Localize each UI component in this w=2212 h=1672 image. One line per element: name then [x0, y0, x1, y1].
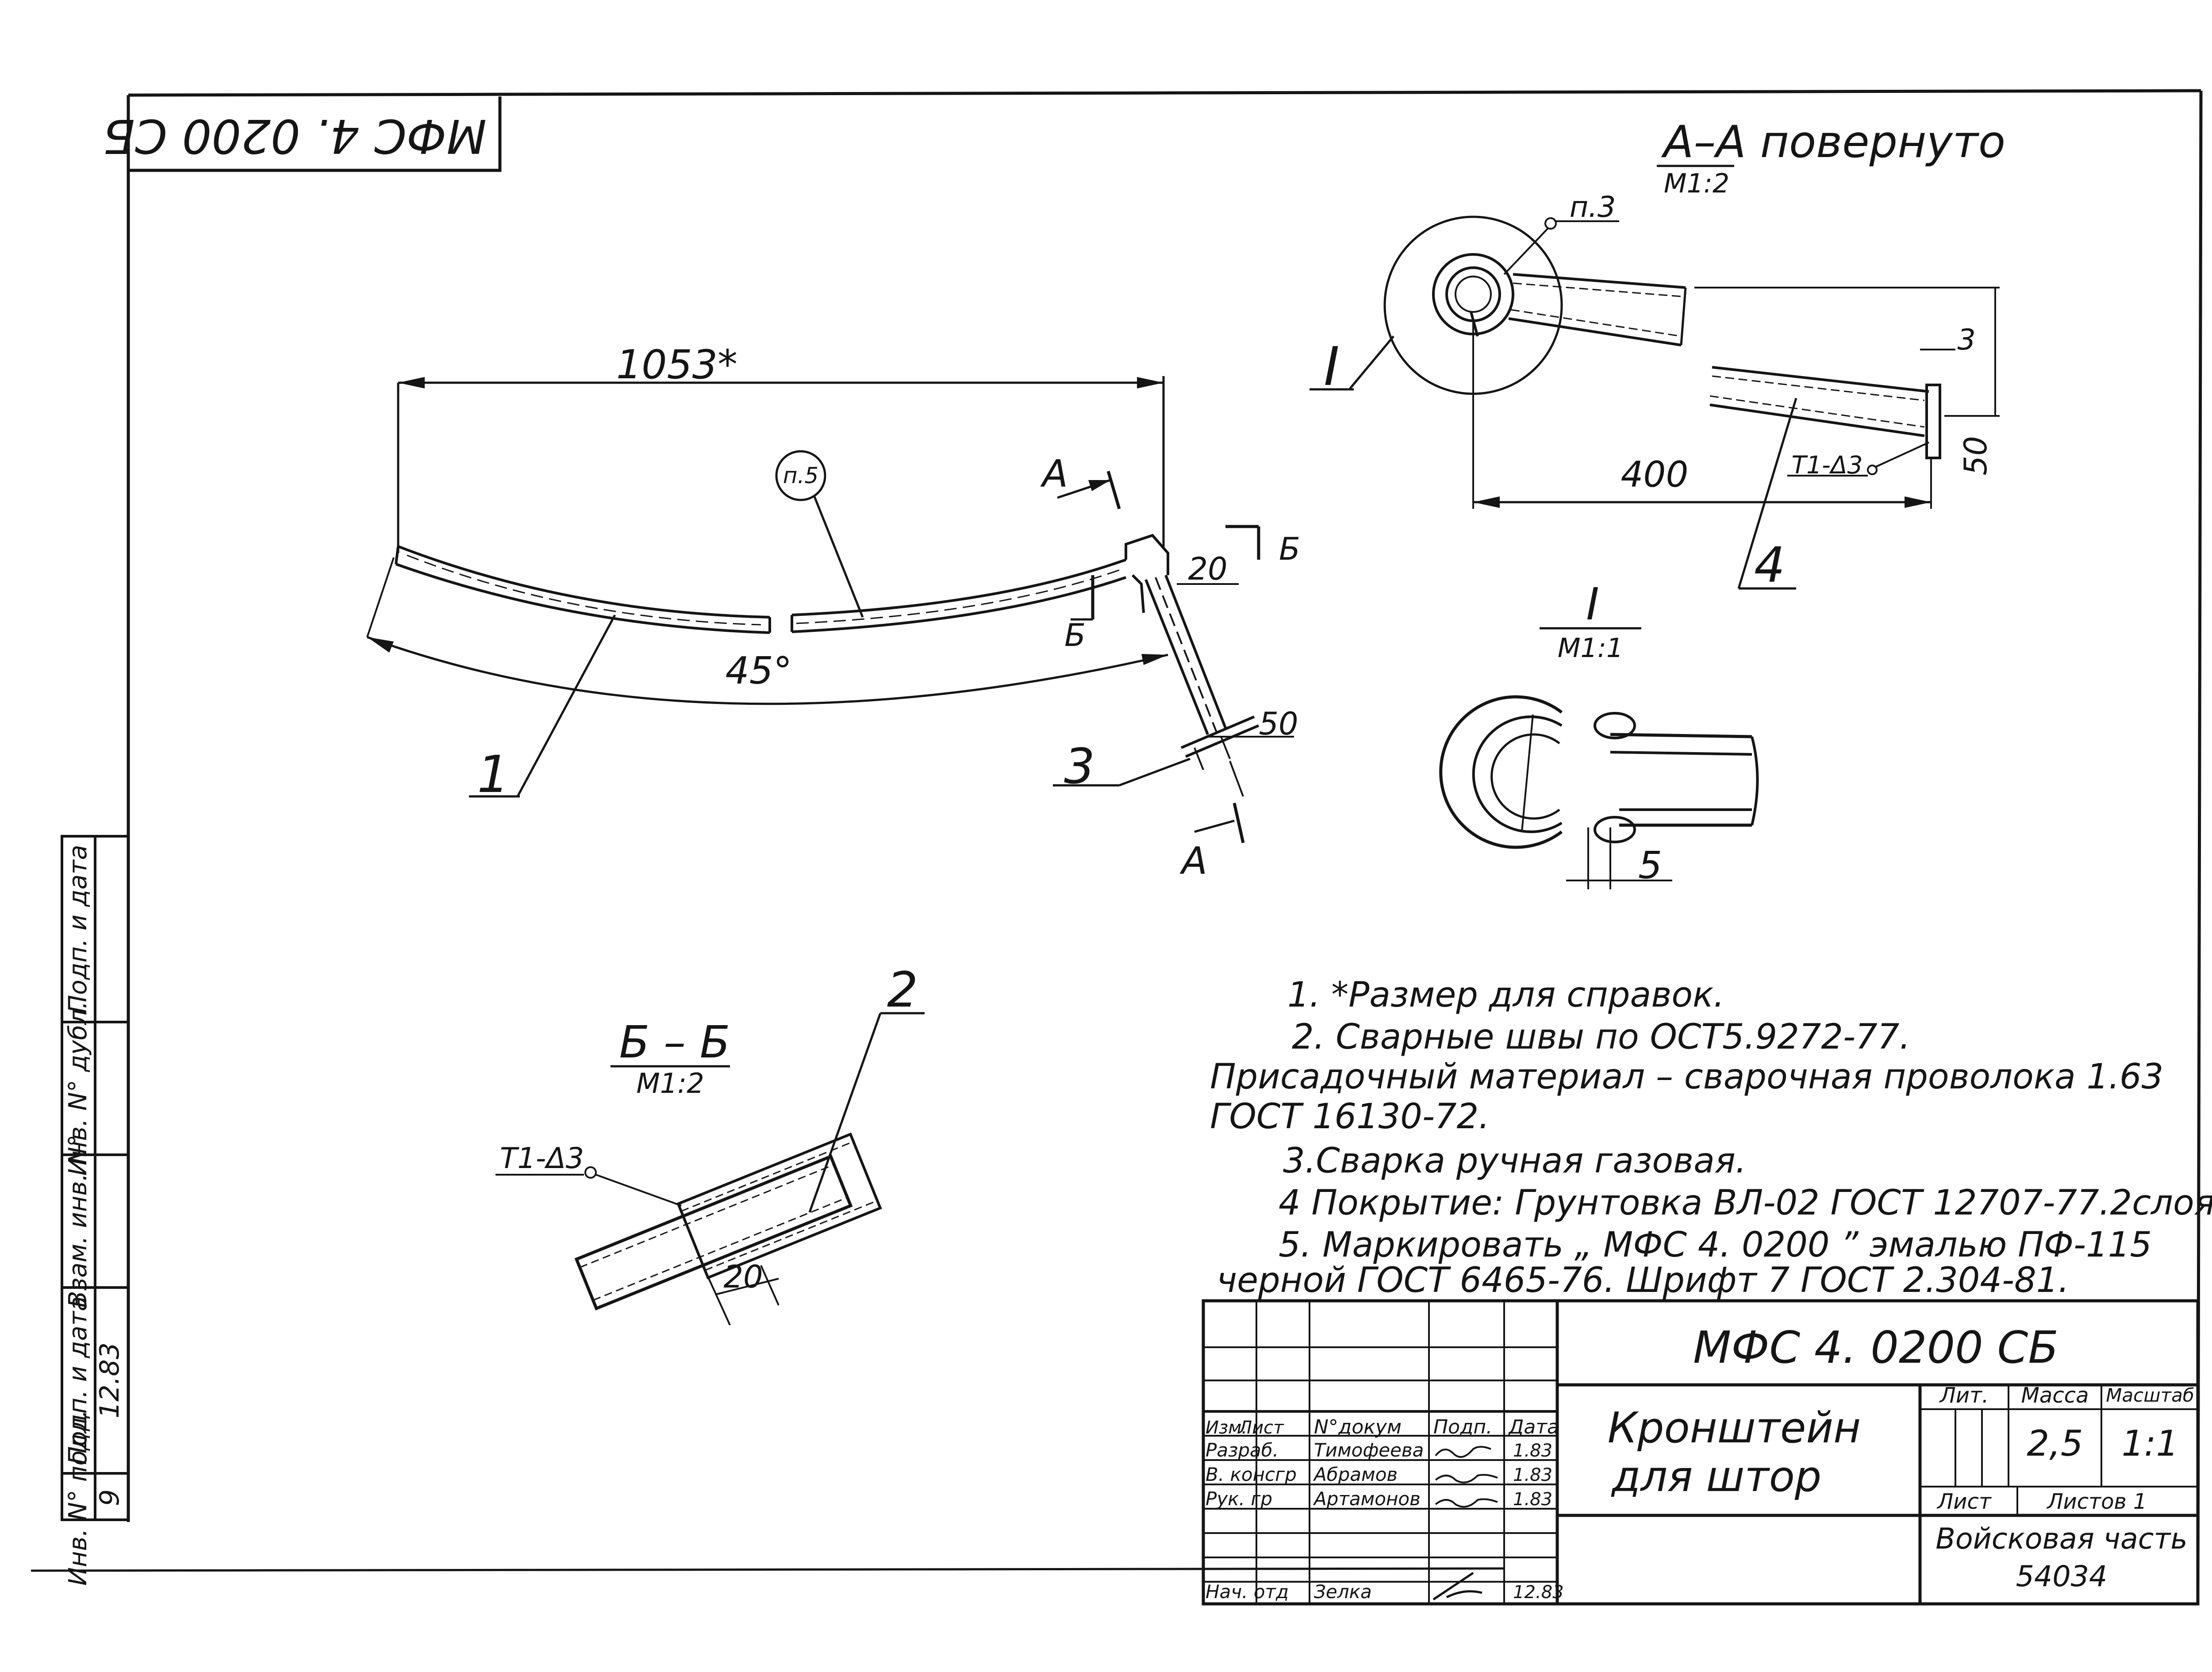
main-view: 1053* 45° 1 п.5 — [366, 342, 1300, 883]
section-bb: Б – Б М1:2 Т1-Δ3 2 20 — [495, 961, 925, 1326]
dim-3: 3 — [1957, 323, 1975, 357]
title-block: МФС 4. 0200 СБ Кронштейн для штор Изм. Л… — [1202, 1299, 2200, 1606]
sheet-frame — [31, 89, 2203, 1606]
view-aa-scale: М1:2 — [1664, 168, 1729, 199]
signature-1 — [1435, 1446, 1491, 1458]
view-aa: А–А повернуто М1:2 п.3 I 3 — [1310, 116, 2005, 593]
dim-angle: 45° — [726, 649, 792, 693]
weld-label-bb: Т1-Δ3 — [500, 1142, 584, 1175]
section-bb-title: Б – Б — [619, 1016, 730, 1068]
lit-label: Лит. — [1939, 1383, 1989, 1408]
row-3-name: Артамонов — [1313, 1488, 1421, 1510]
row-1-role: Разраб. — [1206, 1439, 1279, 1461]
dim-50-main: 50 — [1259, 706, 1298, 742]
callout-pos5: п.5 — [783, 463, 818, 488]
callout-part-1: 1 — [477, 745, 509, 804]
side-label-4: Подп. и дата — [64, 1296, 92, 1464]
scale-label: Масштаб — [2106, 1384, 2194, 1406]
callout-pos3: п.3 — [1570, 191, 1616, 224]
marker-b-bottom: Б — [1064, 617, 1086, 653]
dim-20-main: 20 — [1188, 551, 1227, 587]
dim-length: 1053* — [616, 342, 737, 388]
note-5: 5. Маркировать „ МФС 4. 0200 ” эмалью ПФ… — [1279, 1225, 2152, 1265]
hdr-sign: Подп. — [1433, 1416, 1492, 1438]
callout-part-2: 2 — [887, 961, 918, 1018]
title-name-2: для штор — [1611, 1453, 1821, 1501]
org-line-2: 54034 — [2016, 1560, 2108, 1593]
hdr-date: Дата — [1508, 1416, 1559, 1438]
hdr-izm: Изм. — [1206, 1418, 1247, 1438]
note-5-cont: черной ГОСТ 6465-76. Шрифт 7 ГОСТ 2.304-… — [1217, 1261, 2069, 1300]
note-2-cont-a: Присадочный материал – сварочная проволо… — [1210, 1057, 2163, 1097]
side-label-1: Подп. и дата — [64, 845, 92, 1013]
marker-b-top: Б — [1279, 531, 1300, 567]
org-line-1: Войсковая часть — [1936, 1522, 2187, 1556]
row-4-role: Нач. отд — [1206, 1581, 1289, 1603]
note-3: 3.Сварка ручная газовая. — [1283, 1141, 1747, 1181]
marker-a-top: А — [1040, 452, 1068, 496]
dim-5: 5 — [1638, 844, 1662, 888]
side-label-5: Инв. N° подл. — [64, 1410, 92, 1586]
row-2-role: В. консгр — [1206, 1464, 1297, 1485]
hdr-doc: N°докум — [1314, 1416, 1402, 1438]
mass-label: Масса — [2021, 1383, 2089, 1408]
signature-3 — [1435, 1498, 1498, 1508]
hdr-list: Лист — [1238, 1418, 1284, 1438]
side-strip: Подп. и дата Инв. N° дубл. Взам. инв. N°… — [61, 835, 130, 1586]
scale-value: 1:1 — [2122, 1423, 2179, 1464]
view-aa-title: А–А повернуто — [1661, 116, 2005, 168]
side-label-2: Инв. N° дубл. — [64, 1001, 92, 1176]
signature-2 — [1435, 1474, 1498, 1484]
callout-detail-i: I — [1324, 336, 1339, 398]
technical-notes: 1. *Размер для справок. 2. Сварные швы п… — [1210, 975, 2212, 1300]
side-label-3: Взам. инв. N° — [64, 1134, 92, 1308]
dim-20-bb: 20 — [723, 1259, 763, 1295]
side-sign-date: 12.83 — [94, 1342, 125, 1418]
dim-400: 400 — [1621, 454, 1689, 495]
marker-a-bottom: А — [1179, 839, 1207, 883]
detail-scale: М1:1 — [1558, 633, 1623, 664]
callout-part-3: 3 — [1064, 738, 1095, 795]
sheets-label: Листов 1 — [2046, 1489, 2147, 1514]
callout-part-4: 4 — [1754, 537, 1785, 593]
stamp-designation-mirrored: МФС 4. 0200 СБ — [103, 109, 487, 163]
row-1-name: Тимофеева — [1314, 1439, 1424, 1461]
row-4-name: Зелка — [1314, 1581, 1372, 1603]
row-3-role: Рук. гр — [1206, 1488, 1272, 1510]
sheet-label: Лист — [1936, 1489, 1992, 1514]
mass-value: 2,5 — [2027, 1423, 2083, 1464]
mirrored-stamp: МФС 4. 0200 СБ — [103, 96, 502, 172]
title-name-1: Кронштейн — [1608, 1404, 1861, 1453]
note-4: 4 Покрытие: Грунтовка ВЛ-02 ГОСТ 12707-7… — [1279, 1183, 2212, 1223]
row-2-name: Абрамов — [1313, 1464, 1398, 1485]
signature-4 — [1432, 1572, 1482, 1601]
row-3-date: 1.83 — [1513, 1489, 1552, 1510]
note-1: 1. *Размер для справок. — [1287, 975, 1724, 1015]
dim-50-aa: 50 — [1958, 436, 1994, 475]
row-2-date: 1.83 — [1513, 1465, 1552, 1485]
detail-title: I — [1586, 578, 1599, 630]
side-inv-no: 9 — [94, 1489, 125, 1506]
note-2: 2. Сварные швы по ОСТ5.9272-77. — [1292, 1017, 1910, 1057]
note-2-cont-b: ГОСТ 16130-72. — [1210, 1097, 1490, 1137]
detail-i: I М1:1 5 — [1439, 578, 1759, 889]
row-4-date: 12.83 — [1513, 1582, 1564, 1603]
weld-label-aa: Т1-Δ3 — [1791, 451, 1863, 479]
title-designation: МФС 4. 0200 СБ — [1693, 1322, 2058, 1373]
row-1-date: 1.83 — [1513, 1441, 1552, 1461]
section-bb-scale: М1:2 — [636, 1067, 704, 1099]
